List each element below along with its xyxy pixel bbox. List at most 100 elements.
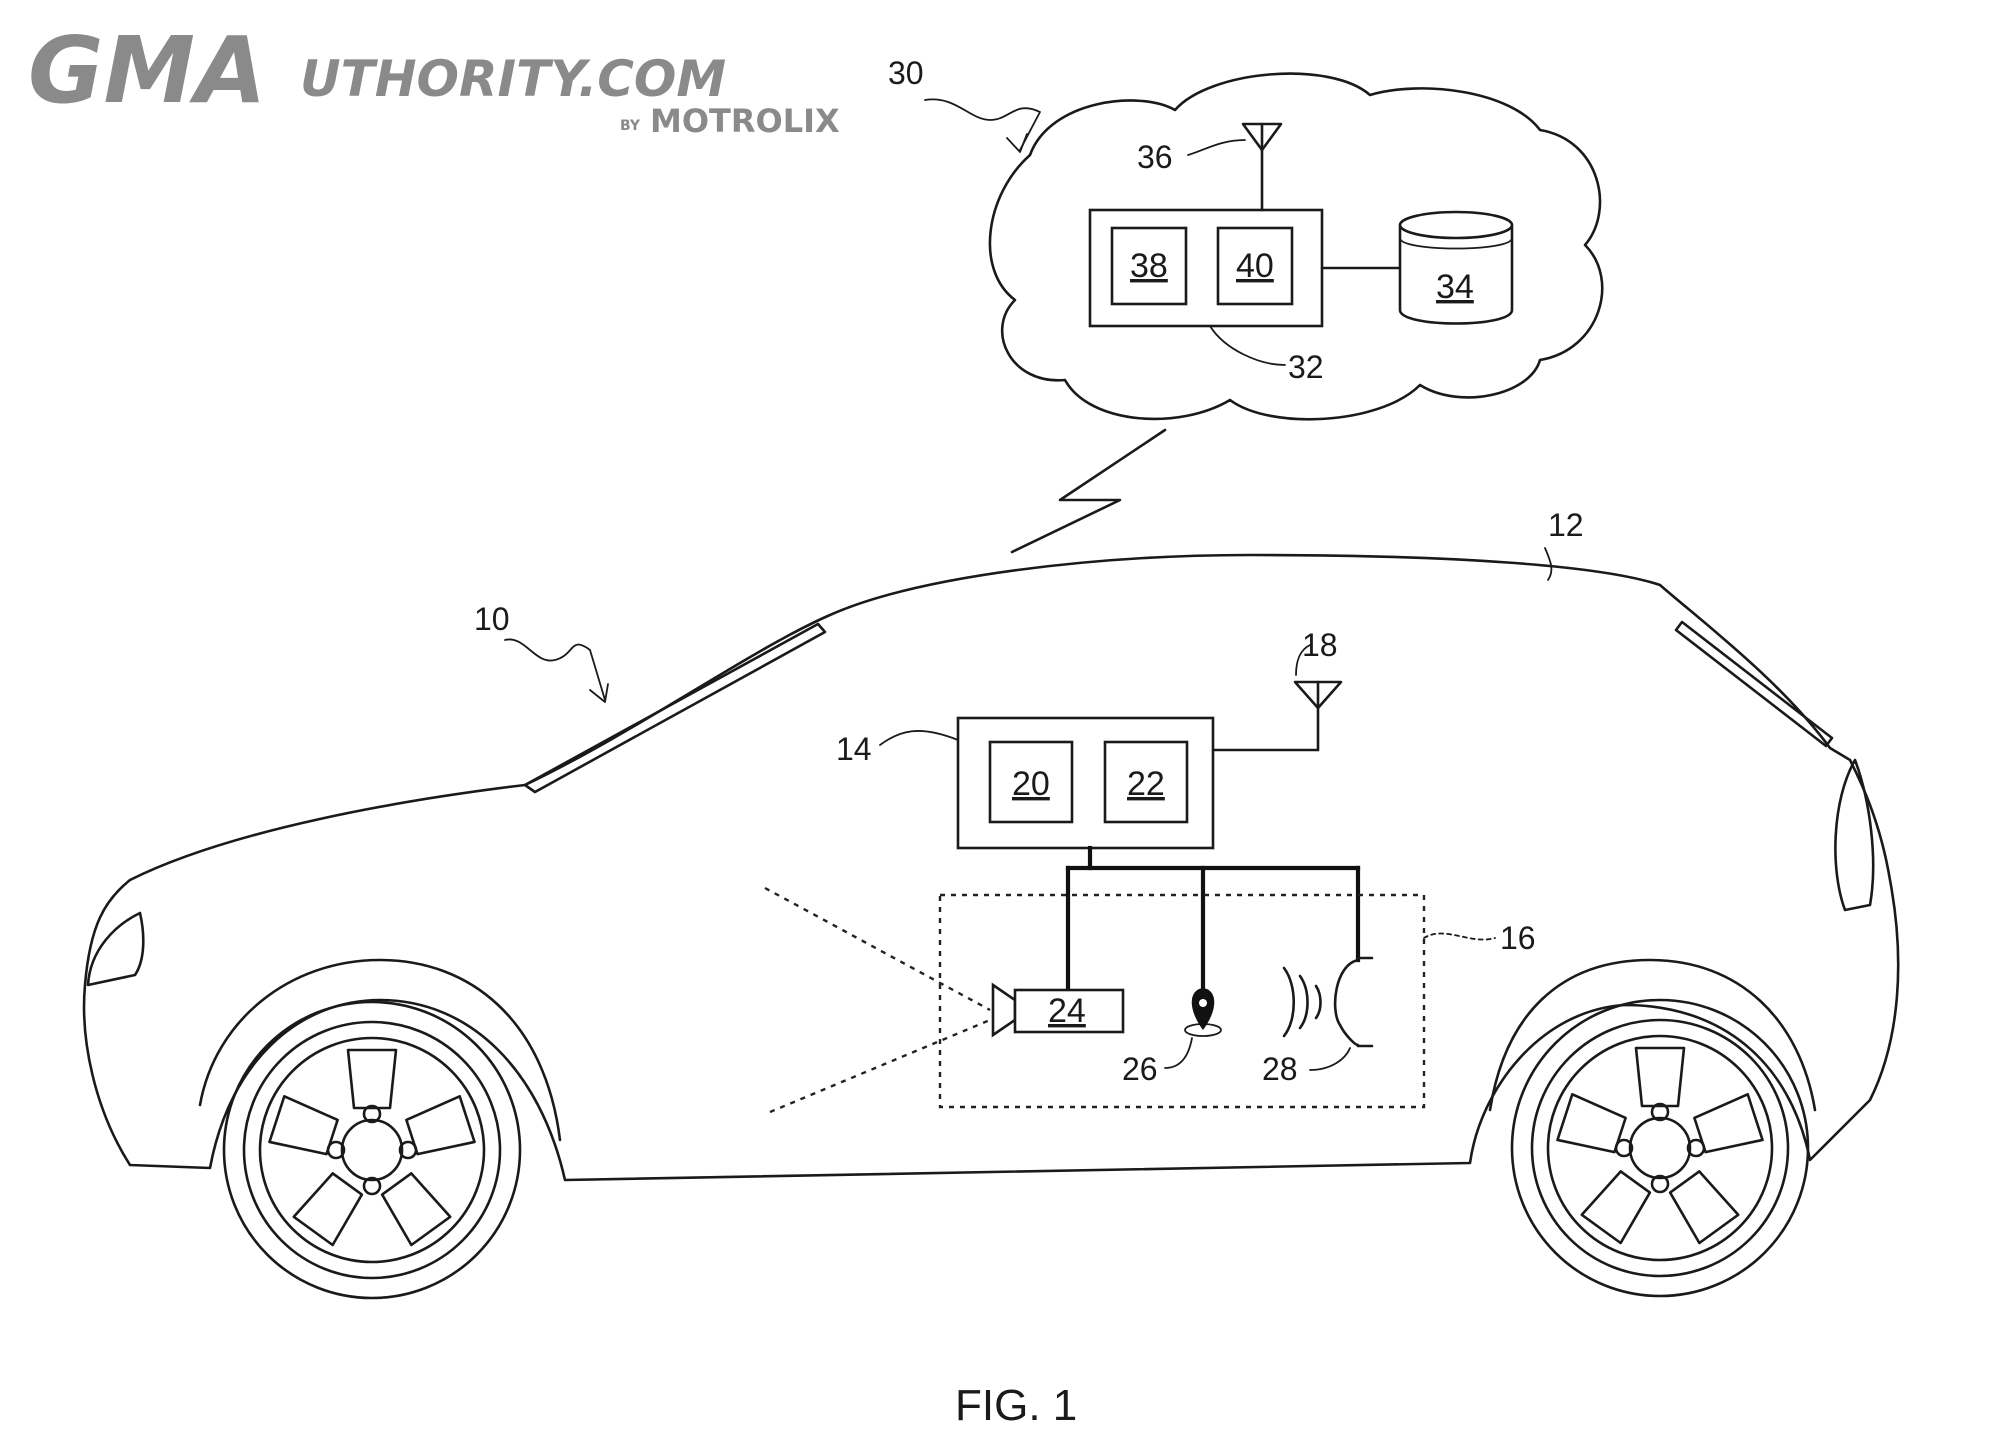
rear-wheel-arch xyxy=(1488,958,1817,1112)
rear-lug-1 xyxy=(1650,1102,1670,1122)
controller-module-20 xyxy=(988,740,1074,824)
sensor-bus xyxy=(1065,845,1361,1003)
server-module-38 xyxy=(1110,226,1188,306)
tail-light xyxy=(1834,758,1875,912)
sound-wave-3 xyxy=(1282,966,1295,1038)
cloud-outline xyxy=(988,72,1604,421)
front-lug-4 xyxy=(326,1140,346,1160)
gm-authority-logo: GMA UTHORITY.COM BY MOTROLIX xyxy=(28,17,840,140)
label-40: 40 xyxy=(1236,247,1274,285)
label-16: 16 xyxy=(1500,920,1536,956)
camera-fov-bottom xyxy=(769,1018,991,1114)
camera-lens xyxy=(991,982,1017,1038)
wireless-link xyxy=(1010,428,1167,554)
label-12: 12 xyxy=(1548,507,1584,543)
rear-spoke-1 xyxy=(1634,1046,1686,1108)
label-22: 22 xyxy=(1127,765,1165,803)
label-34: 34 xyxy=(1436,268,1474,306)
rear-lug-4 xyxy=(1614,1138,1634,1158)
headlight xyxy=(86,911,145,987)
system-reference: 10 xyxy=(474,601,609,703)
label-28: 28 xyxy=(1262,1051,1298,1087)
front-spoke-3 xyxy=(380,1172,452,1247)
logo-text-motrolix: MOTROLIX xyxy=(650,102,840,140)
camera: 24 xyxy=(764,886,1125,1114)
speaker: 28 xyxy=(1262,956,1374,1087)
front-tire-inner xyxy=(242,1020,502,1280)
rear-window-trim xyxy=(1674,620,1834,748)
controller-block: 20 22 14 xyxy=(836,716,1215,850)
leader-16 xyxy=(1423,932,1496,941)
server-antenna: 36 xyxy=(1137,122,1283,212)
rear-spoke-3 xyxy=(1668,1170,1740,1245)
database-body xyxy=(1398,225,1514,325)
front-lug-2 xyxy=(398,1140,418,1160)
leader-10 xyxy=(504,638,606,701)
label-14: 14 xyxy=(836,731,872,767)
label-30: 30 xyxy=(888,55,924,91)
label-18: 18 xyxy=(1302,627,1338,663)
leader-36 xyxy=(1187,139,1246,156)
camera-fov-top xyxy=(764,886,991,1012)
logo-text-authority: UTHORITY.COM xyxy=(300,50,726,108)
vehicle-antenna: 18 xyxy=(1211,627,1343,752)
gps-sensor: 26 xyxy=(1122,988,1222,1087)
vehicle: 12 xyxy=(82,507,1900,1182)
rear-tire-inner xyxy=(1530,1018,1790,1278)
leader-18 xyxy=(1295,644,1311,676)
leader-12 xyxy=(1544,547,1553,581)
front-lug-1 xyxy=(362,1104,382,1124)
sensor-group: 16 xyxy=(938,893,1536,1109)
rear-rim xyxy=(1546,1034,1774,1262)
label-26: 26 xyxy=(1122,1051,1158,1087)
rear-spoke-5 xyxy=(1556,1092,1627,1154)
front-wheel xyxy=(222,1000,522,1300)
front-spoke-5 xyxy=(268,1094,339,1156)
figure-caption: FIG. 1 xyxy=(955,1381,1077,1430)
front-tire-outer xyxy=(222,1000,522,1300)
front-spoke-2 xyxy=(405,1094,476,1156)
front-wheel-spokes xyxy=(268,1048,476,1247)
rear-lug-3 xyxy=(1650,1174,1670,1194)
rear-wheel-spokes xyxy=(1556,1046,1764,1245)
speaker-cone xyxy=(1333,958,1360,1047)
label-20: 20 xyxy=(1012,765,1050,803)
gps-pin-hole xyxy=(1199,999,1207,1007)
rear-lug-2 xyxy=(1686,1138,1706,1158)
leader-30-arrow xyxy=(1006,133,1028,153)
logo-text-by: BY xyxy=(620,118,641,134)
label-10: 10 xyxy=(474,601,510,637)
label-36: 36 xyxy=(1137,139,1173,175)
vehicle-antenna-feed xyxy=(1211,706,1320,752)
rear-spoke-4 xyxy=(1580,1170,1652,1245)
label-38: 38 xyxy=(1130,247,1168,285)
front-lug-3 xyxy=(362,1176,382,1196)
front-wheel-arch xyxy=(198,958,562,1142)
vehicle-body-outline xyxy=(82,553,1900,1182)
front-rim xyxy=(258,1036,486,1264)
camera-body xyxy=(1013,988,1125,1034)
front-spoke-4 xyxy=(292,1172,364,1247)
label-24: 24 xyxy=(1048,992,1086,1030)
database-top xyxy=(1398,210,1514,240)
front-spoke-1 xyxy=(346,1048,398,1110)
leader-14 xyxy=(879,730,959,746)
sound-wave-2 xyxy=(1298,974,1309,1030)
rear-wheel xyxy=(1510,998,1810,1298)
rear-tire-outer xyxy=(1510,998,1810,1298)
leader-32 xyxy=(1209,325,1286,366)
database-ring xyxy=(1399,237,1513,250)
sensor-group-boundary xyxy=(938,893,1426,1109)
leader-30 xyxy=(924,98,1041,151)
rear-hub xyxy=(1628,1116,1692,1180)
server-block: 38 40 32 xyxy=(1088,208,1324,385)
server-module-40 xyxy=(1216,226,1294,306)
front-hub xyxy=(340,1118,404,1182)
leader-10-arrow xyxy=(589,683,609,703)
cloud-network: 30 xyxy=(888,55,1604,421)
leader-28 xyxy=(1309,1047,1351,1071)
leader-26 xyxy=(1164,1037,1193,1069)
gps-pin-icon xyxy=(1191,988,1215,1030)
database: 34 xyxy=(1320,210,1514,325)
